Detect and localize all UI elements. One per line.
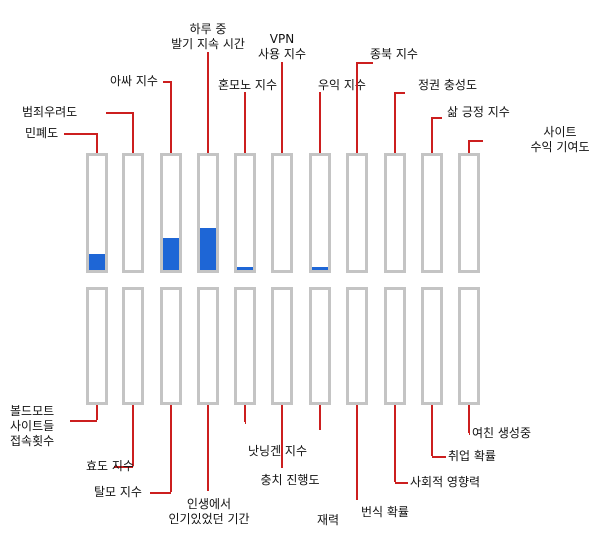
gauge-label-top-5: 혼모노 지수: [218, 78, 278, 92]
connector-line: [106, 112, 133, 114]
connector-line: [394, 405, 396, 482]
connector-line: [207, 52, 209, 153]
connector-line: [70, 420, 97, 422]
gauge-bar-top-2: [122, 153, 144, 273]
gauge-bar-top-7: [309, 153, 331, 273]
connector-line: [170, 405, 172, 492]
gauge-bar-bottom-3: [160, 287, 182, 405]
connector-line: [469, 140, 483, 142]
connector-line: [395, 92, 405, 94]
connector-line: [132, 405, 134, 466]
connector-line: [431, 117, 433, 153]
gauge-label-top-3: 아싸 지수: [110, 74, 158, 88]
gauge-label-bottom-10: 취업 확률: [448, 449, 496, 463]
gauge-fill: [163, 238, 179, 270]
gauge-label-bottom-6: 충치 진행도: [260, 473, 320, 487]
gauge-label-top-10: 삶 긍정 지수: [447, 105, 510, 119]
gauge-label-top-9: 정권 충성도: [418, 78, 478, 92]
connector-line: [281, 62, 283, 153]
gauge-label-bottom-8: 번식 확률: [361, 505, 409, 519]
connector-line: [244, 405, 246, 422]
gauge-fill: [237, 266, 253, 270]
gauge-bar-top-8: [346, 153, 368, 273]
connector-line: [281, 405, 283, 468]
connector-line: [207, 405, 209, 491]
gauge-fill: [200, 227, 216, 270]
gauge-bar-top-6: [271, 153, 293, 273]
gauge-label-bottom-9: 사회적 영향력: [410, 475, 481, 489]
gauge-bar-bottom-1: [86, 287, 108, 405]
gauge-label-bottom-7: 재력: [316, 513, 340, 527]
connector-line: [394, 92, 396, 153]
connector-line: [245, 422, 246, 424]
connector-line: [64, 133, 98, 135]
connector-line: [432, 456, 446, 458]
gauge-bar-top-5: [234, 153, 256, 273]
connector-line: [96, 405, 98, 420]
connector-line: [469, 433, 470, 435]
gauge-bar-top-1: [86, 153, 108, 273]
connector-line: [319, 405, 321, 430]
gauge-label-top-8: 종북 지수: [370, 47, 418, 61]
gauge-fill: [312, 266, 328, 270]
connector-line: [468, 405, 470, 433]
connector-line: [244, 92, 246, 153]
gauge-bar-top-10: [421, 153, 443, 273]
gauge-bar-top-4: [197, 153, 219, 273]
gauge-bar-bottom-9: [384, 287, 406, 405]
gauge-label-top-7: 우익 지수: [318, 78, 366, 92]
gauge-bar-top-9: [384, 153, 406, 273]
gauge-label-bottom-2: 효도 지수: [86, 459, 134, 473]
gauge-bar-bottom-6: [271, 287, 293, 405]
connector-line: [395, 482, 408, 484]
gauge-bar-bottom-11: [458, 287, 480, 405]
gauge-label-top-2: 범죄우려도: [22, 105, 78, 119]
gauge-bar-top-3: [160, 153, 182, 273]
connector-line: [357, 62, 373, 64]
gauge-label-bottom-3: 탈모 지수: [94, 485, 142, 499]
connector-line: [356, 62, 358, 153]
gauge-bar-bottom-4: [197, 287, 219, 405]
connector-line: [114, 466, 133, 468]
gauge-bar-top-11: [458, 153, 480, 273]
connector-line: [432, 117, 442, 119]
connector-line: [96, 133, 98, 153]
gauge-fill: [89, 254, 105, 270]
connector-line: [356, 405, 358, 500]
connector-line: [319, 92, 321, 153]
connector-line: [163, 81, 171, 83]
connector-line: [132, 112, 134, 153]
gauge-label-top-1: 민폐도: [25, 126, 59, 140]
gauge-bar-bottom-7: [309, 287, 331, 405]
connector-line: [431, 405, 433, 456]
gauge-bar-bottom-8: [346, 287, 368, 405]
gauge-bar-bottom-5: [234, 287, 256, 405]
connector-line: [170, 81, 172, 153]
gauge-bar-bottom-2: [122, 287, 144, 405]
connector-line: [150, 492, 171, 494]
gauge-label-bottom-5: 낫닝겐 지수: [248, 444, 308, 458]
gauge-label-bottom-11: 여친 생성중: [472, 426, 532, 440]
connector-line: [468, 140, 470, 153]
gauge-bar-bottom-10: [421, 287, 443, 405]
